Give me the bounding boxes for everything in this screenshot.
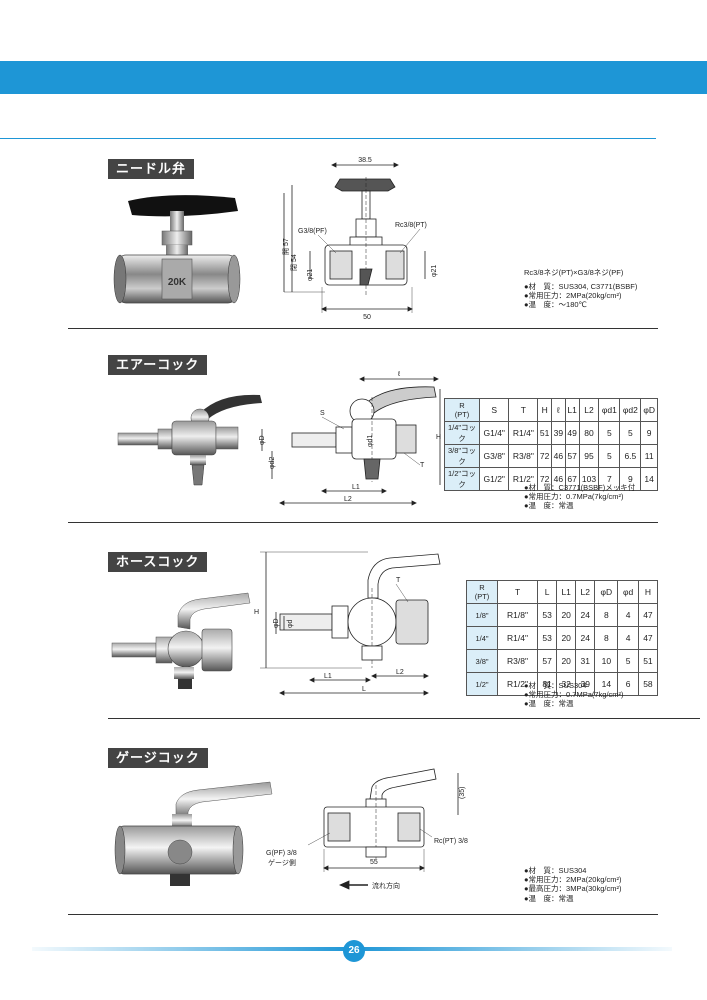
- dim-air-l2: L2: [344, 496, 352, 503]
- spec-line: ●材 質：SUS304, C3771(BSBF): [524, 282, 638, 291]
- hose-cock-photo: [111, 592, 251, 689]
- table-header: R(PT): [444, 398, 480, 422]
- table-header: L: [537, 580, 558, 604]
- table-header: H: [537, 398, 553, 422]
- dim-air-l: ℓ: [397, 371, 401, 378]
- header-band: [0, 61, 707, 94]
- needle-note: Rc3/8ネジ(PT)×G3/8ネジ(PF): [524, 268, 624, 277]
- section-title-air-cock: エアーコック: [108, 355, 208, 375]
- section-divider: [68, 914, 658, 915]
- dim-needle-port-right: Rc3/8(PT): [395, 222, 427, 229]
- dim-air-l1: L1: [352, 484, 360, 491]
- hose-cock-drawing: H T φD φd L1 L2 L: [254, 551, 441, 696]
- header-rule: [0, 138, 656, 139]
- table-header: L1: [564, 398, 580, 422]
- flow-direction-label: 流れ方向: [372, 881, 400, 890]
- dim-needle-port-left: G3/8(PF): [298, 228, 327, 235]
- spec-line: ●最高圧力：3MPa(30kg/cm²): [524, 884, 622, 894]
- section-divider: [68, 522, 658, 523]
- spec-line: ●材 質：SUS304: [524, 866, 587, 875]
- section-divider: [68, 328, 658, 329]
- table-header: S: [478, 398, 510, 422]
- needle-valve-photo: 20K: [113, 195, 241, 304]
- table-header: L2: [578, 398, 600, 422]
- gauge-cock-photo: [114, 781, 273, 886]
- air-cock-specs: ●材 質：C3771(BSBF)メッキ付 ●常用圧力：0.7MPa(7kg/cm…: [524, 483, 635, 511]
- dim-hose-d: φD: [273, 618, 280, 628]
- table-header: ℓ: [551, 398, 566, 422]
- dim-needle-width-bottom: 50: [363, 314, 371, 321]
- section-divider: [108, 718, 700, 719]
- dim-air-d: φD: [259, 435, 266, 445]
- spec-line: ●常用圧力：0.7MPa(7kg/cm²): [524, 492, 624, 502]
- gauge-cock-drawing: (35) 55 G(PF) 3/8 ゲージ側 Rc(PT) 3/8 流れ方向: [266, 768, 468, 890]
- spec-line: ●常用圧力：0.7MPa(7kg/cm²): [524, 690, 624, 700]
- air-cock-drawing: ℓ S H φD φd1 φd2 T L1 L2: [259, 371, 441, 506]
- dim-needle-h-open: 開 57: [282, 238, 290, 255]
- dim-hose-l: L: [362, 686, 366, 693]
- dim-hose-h: H: [254, 609, 259, 616]
- dim-gauge-h: (35): [459, 787, 466, 799]
- dim-air-t: T: [420, 462, 425, 469]
- dim-needle-dia-left: φ21: [307, 269, 314, 281]
- spec-line: ●温 度：常温: [524, 501, 574, 511]
- dim-gauge-port-left-note: ゲージ側: [268, 858, 296, 867]
- dim-air-d2: φd2: [269, 457, 276, 469]
- table-header: φd1: [598, 398, 621, 422]
- dim-gauge-port-left: G(PF) 3/8: [266, 850, 297, 857]
- dim-air-d1: φd1: [367, 435, 374, 447]
- spec-line: ●材 質：C3771(BSBF)メッキ付: [524, 483, 636, 492]
- dim-hose-l1: L1: [324, 673, 332, 680]
- spec-line: ●材 質：SUS304: [524, 681, 587, 690]
- dim-gauge-port-right: Rc(PT) 3/8: [434, 838, 468, 845]
- dim-hose-t: T: [396, 577, 401, 584]
- table-header: T: [508, 398, 539, 422]
- page-number: 26: [343, 940, 365, 962]
- dim-gauge-width: 55: [370, 859, 378, 866]
- spec-line: ●温 度：常温: [524, 699, 574, 709]
- needle-specs: ●材 質：SUS304, C3771(BSBF) ●常用圧力：2MPa(20kg…: [524, 282, 637, 310]
- needle-valve-drawing: 38.5 50 G3/8(PF) Rc3/8(PT) 開 57 閉 54 φ21…: [282, 157, 438, 321]
- dim-hose-dd: φd: [287, 619, 294, 628]
- dim-hose-l2: L2: [396, 669, 404, 676]
- section-title-hose-cock: ホースコック: [108, 552, 208, 572]
- dim-needle-dia-right: φ21: [431, 265, 438, 277]
- spec-line: ●温 度：〜180℃: [524, 300, 587, 310]
- table-header: φD: [640, 398, 658, 422]
- gauge-cock-specs: ●材 質：SUS304 ●常用圧力：2MPa(20kg/cm²) ●最高圧力：3…: [524, 866, 621, 903]
- table-header: L1: [556, 580, 577, 604]
- table-header: T: [496, 580, 539, 604]
- section-title-needle-valve: ニードル弁: [108, 159, 195, 179]
- spec-line: ●温 度：常温: [524, 893, 574, 903]
- spec-line: ●常用圧力：2MPa(20kg/cm²): [524, 875, 622, 885]
- spec-line: ●常用圧力：2MPa(20kg/cm²): [524, 291, 622, 301]
- dim-needle-h-close: 閉 54: [290, 254, 298, 271]
- section-title-gauge-cock: ゲージコック: [108, 748, 208, 768]
- dim-air-s: S: [320, 410, 325, 417]
- photo-mark-20k: 20K: [168, 277, 187, 288]
- table-header: φd: [617, 580, 639, 604]
- table-header: φD: [594, 580, 619, 604]
- dim-air-h: H: [436, 434, 441, 441]
- table-header: H: [637, 580, 659, 604]
- table-header: φd2: [619, 398, 642, 422]
- hose-cock-specs: ●材 質：SUS304 ●常用圧力：0.7MPa(7kg/cm²) ●温 度：常…: [524, 681, 624, 709]
- table-header: L2: [575, 580, 596, 604]
- air-cock-photo: [117, 394, 262, 486]
- dim-needle-width-top: 38.5: [358, 157, 372, 164]
- table-header: R(PT): [466, 580, 498, 604]
